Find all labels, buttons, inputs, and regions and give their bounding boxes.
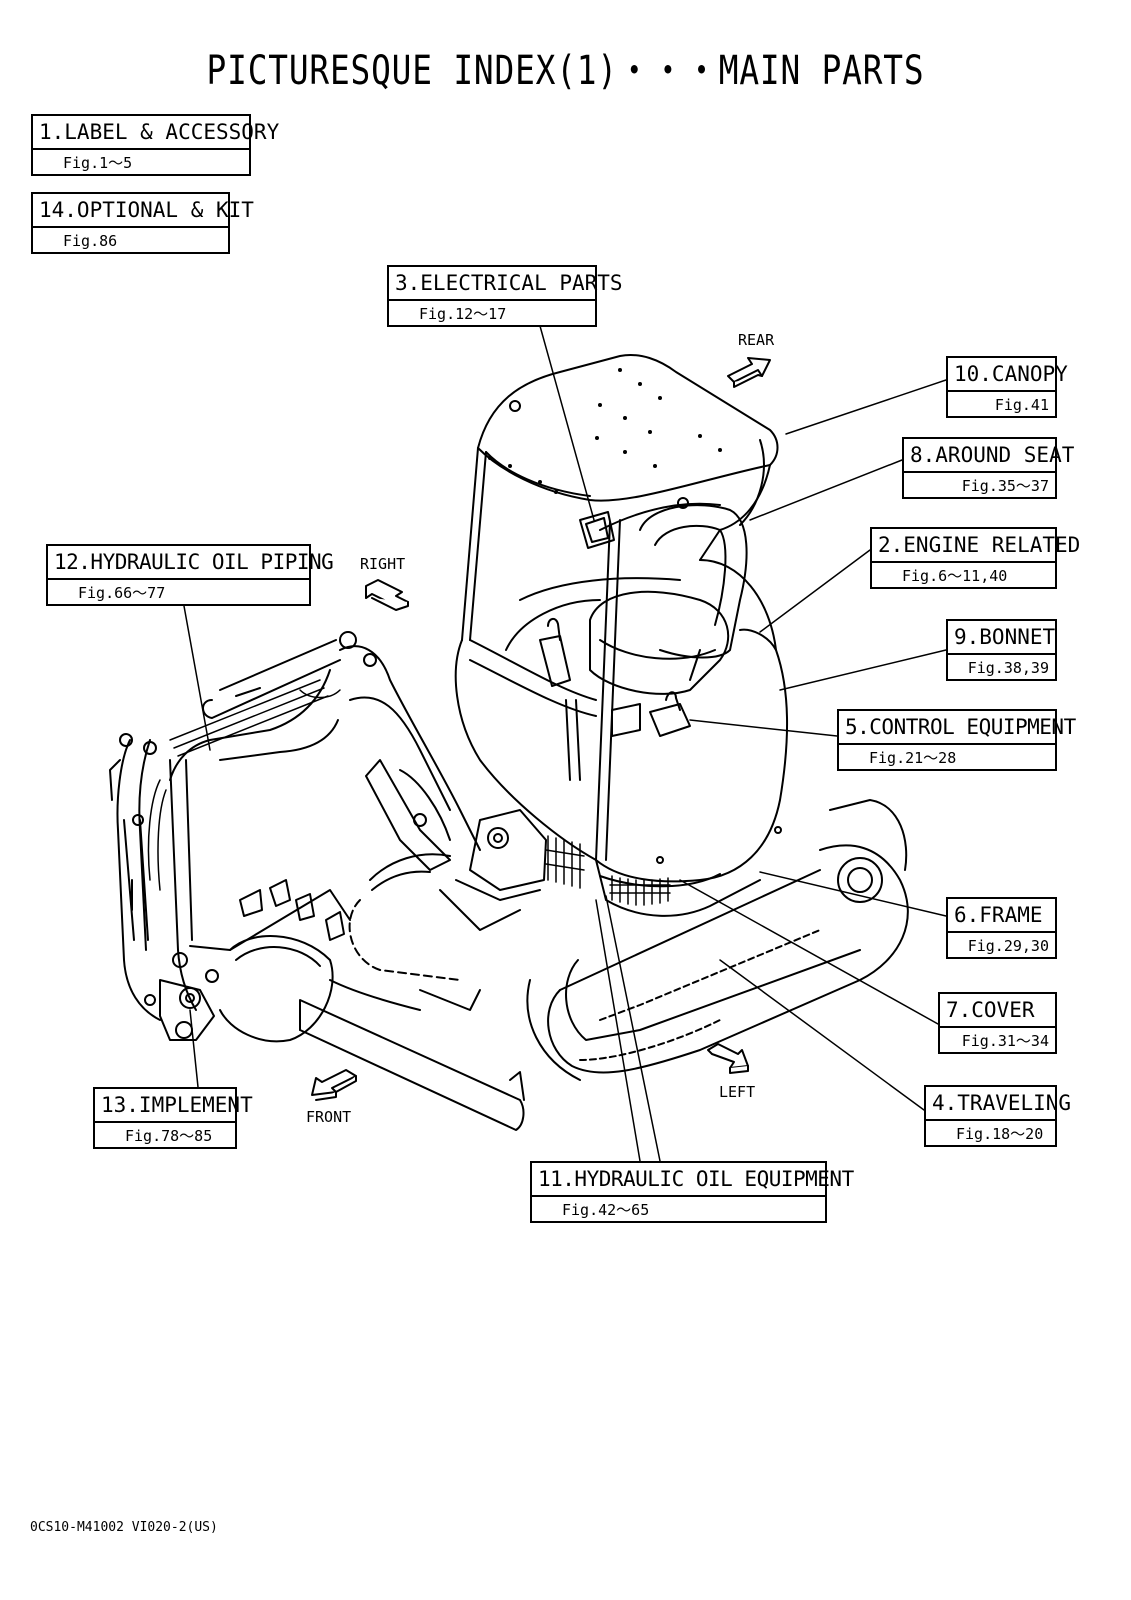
label-fig: Fig.31～34 xyxy=(961,1032,1049,1050)
direction-arrow-left-icon xyxy=(707,1043,749,1074)
hydraulic-piping xyxy=(147,679,341,891)
bucket xyxy=(189,879,351,1043)
label-name: 6.FRAME xyxy=(948,899,1055,933)
work-light-icon xyxy=(579,511,615,549)
label-fig: Fig.38,39 xyxy=(967,659,1049,677)
front-panel xyxy=(545,835,761,917)
label-fig: Fig.42～65 xyxy=(562,1201,650,1219)
label-box-hydraulic-oil-piping: 12.HYDRAULIC OIL PIPING Fig.66～77 xyxy=(46,544,334,606)
label-box-around-seat: 8.AROUND SEAT Fig.35～37 xyxy=(902,437,1074,499)
boom-cylinder xyxy=(365,759,451,871)
label-name: 7.COVER xyxy=(940,994,1055,1028)
label-box-traveling: 4.TRAVELING Fig.18～20 xyxy=(924,1085,1071,1147)
label-fig: Fig.35～37 xyxy=(961,477,1049,495)
seat xyxy=(589,504,748,695)
label-fig: Fig.6～11,40 xyxy=(902,567,1008,585)
label-name: 8.AROUND SEAT xyxy=(904,439,1074,473)
label-fig: Fig.41 xyxy=(994,396,1049,414)
label-box-implement: 13.IMPLEMENT Fig.78～85 xyxy=(93,1087,253,1149)
label-name: 4.TRAVELING xyxy=(926,1087,1071,1121)
label-name: 3.ELECTRICAL PARTS xyxy=(389,267,623,301)
direction-label-right: RIGHT xyxy=(360,555,406,573)
label-box-engine-related: 2.ENGINE RELATED Fig.6～11,40 xyxy=(870,527,1080,589)
label-box-bonnet: 9.BONNET Fig.38,39 xyxy=(946,619,1057,681)
canopy-pillars xyxy=(461,439,771,861)
canopy xyxy=(477,354,779,509)
dozer-blade xyxy=(299,979,525,1131)
label-fig: Fig.21～28 xyxy=(869,749,957,767)
document-code: 0CS10-M41002 VI020-2(US) xyxy=(30,1520,218,1535)
bucket-cylinder xyxy=(123,814,149,941)
label-name: 9.BONNET xyxy=(948,621,1055,655)
label-name: 1.LABEL & ACCESSORY xyxy=(33,116,279,150)
label-name: 12.HYDRAULIC OIL PIPING xyxy=(48,546,334,580)
direction-arrow-rear-icon xyxy=(727,357,771,388)
left-track xyxy=(348,853,581,1081)
label-name: 10.CANOPY xyxy=(948,358,1068,392)
leader-lines xyxy=(183,325,947,1162)
arm xyxy=(109,733,197,1021)
boom xyxy=(169,631,481,851)
label-box-control-equipment: 5.CONTROL EQUIPMENT Fig.21～28 xyxy=(837,709,1076,771)
label-box-label-accessory: 1.LABEL & ACCESSORY Fig.1～5 xyxy=(31,114,279,176)
label-name: 11.HYDRAULIC OIL EQUIPMENT xyxy=(532,1163,854,1197)
label-fig: Fig.86 xyxy=(63,232,118,250)
label-fig: Fig.1～5 xyxy=(63,154,133,172)
page-title: PICTURESQUE INDEX(1)・・・MAIN PARTS xyxy=(206,48,925,94)
label-fig: Fig.66～77 xyxy=(78,584,166,602)
swing-bracket xyxy=(439,809,547,931)
bonnet xyxy=(454,559,789,883)
control-levers xyxy=(539,618,701,781)
label-name: 5.CONTROL EQUIPMENT xyxy=(839,711,1076,745)
label-box-cover: 7.COVER Fig.31～34 xyxy=(938,992,1057,1054)
direction-label-rear: REAR xyxy=(738,331,775,349)
bucket-linkage xyxy=(144,952,219,1041)
label-fig: Fig.78～85 xyxy=(125,1127,213,1145)
direction-arrow-front-icon xyxy=(311,1069,357,1101)
direction-label-front: FRONT xyxy=(306,1108,352,1126)
label-fig: Fig.29,30 xyxy=(967,937,1049,955)
label-fig: Fig.12～17 xyxy=(419,305,507,323)
direction-label-left: LEFT xyxy=(719,1083,756,1101)
label-fig: Fig.18～20 xyxy=(956,1125,1044,1143)
label-box-optional-kit: 14.OPTIONAL & KIT Fig.86 xyxy=(31,192,254,254)
label-box-frame: 6.FRAME Fig.29,30 xyxy=(946,897,1057,959)
direction-arrow-right-icon xyxy=(365,579,409,611)
label-name: 2.ENGINE RELATED xyxy=(872,529,1080,563)
label-name: 14.OPTIONAL & KIT xyxy=(33,194,254,228)
label-box-canopy: 10.CANOPY Fig.41 xyxy=(946,356,1068,418)
label-box-hydraulic-oil-equipment: 11.HYDRAULIC OIL EQUIPMENT Fig.42～65 xyxy=(530,1161,854,1223)
label-name: 13.IMPLEMENT xyxy=(95,1089,253,1123)
label-box-electrical-parts: 3.ELECTRICAL PARTS Fig.12～17 xyxy=(387,265,623,327)
